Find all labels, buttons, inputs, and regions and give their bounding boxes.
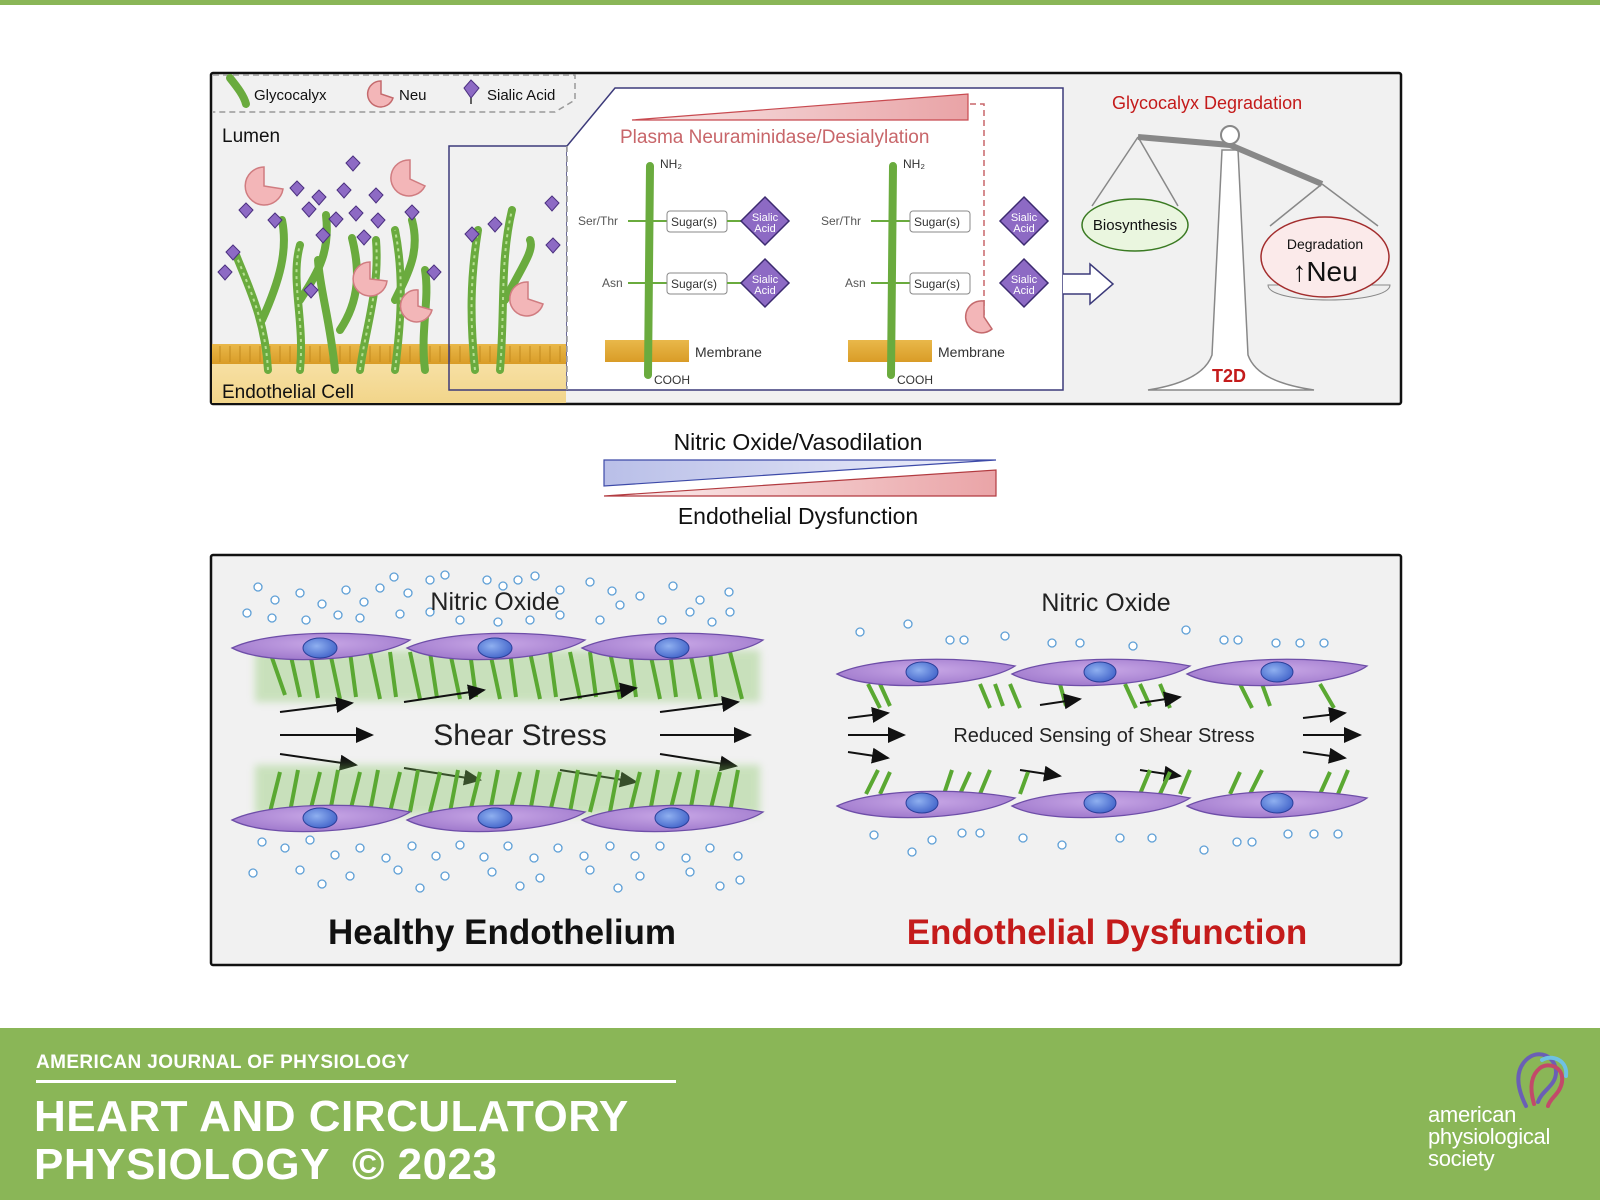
aps-wordmark: american physiological society xyxy=(1428,1104,1550,1170)
vasodilation-wedge xyxy=(603,459,997,487)
balance-scale: Glycocalyx Degradation Biosynthesis Degr… xyxy=(1081,93,1391,391)
nh2-label: NH₂ xyxy=(660,157,682,171)
middle-gradient-indicator: Nitric Oxide/Vasodilation Endothelial Dy… xyxy=(603,429,997,529)
sialic-acid-text: Sialic xyxy=(752,274,779,286)
sialic-acid-text: Sialic xyxy=(752,212,779,224)
legend-border xyxy=(213,74,576,113)
top-accent-bar xyxy=(0,0,1600,5)
journal-title-line1: HEART AND CIRCULATORY xyxy=(34,1092,629,1141)
ser-thr-label: Ser/Thr xyxy=(821,214,861,228)
endothelial-dysfunction-label: Endothelial Dysfunction xyxy=(678,503,918,529)
endothelial-dysfunction-title: Endothelial Dysfunction xyxy=(907,913,1308,952)
neu-cleaving-icon xyxy=(964,300,993,334)
endothelial-cells-bottom xyxy=(230,804,765,833)
asn-label: Asn xyxy=(602,276,623,290)
dysfunction-wedge xyxy=(603,469,997,497)
journal-title-line2: PHYSIOLOGY © 2023 xyxy=(34,1140,497,1190)
healthy-endothelium-title: Healthy Endothelium xyxy=(328,913,676,952)
endothelial-cells-top-dysfunction xyxy=(835,658,1369,687)
reduced-shear-arrows xyxy=(847,691,1362,782)
ser-thr-label: Ser/Thr xyxy=(578,214,618,228)
nitric-oxide-label-dysfunction: Nitric Oxide xyxy=(1041,589,1170,617)
shear-stress-label: Shear Stress xyxy=(433,719,606,752)
legend: Glycocalyx Neu Sialic Acid xyxy=(213,74,576,113)
nitric-oxide-bubbles-sparse xyxy=(855,619,1329,651)
sialic-acid-text: Acid xyxy=(1013,223,1034,235)
desialylation-dashed-line xyxy=(970,103,985,315)
aps-logo-icon xyxy=(1516,1052,1569,1108)
sugars-label: Sugar(s) xyxy=(671,215,717,229)
nitric-oxide-vasodilation-label: Nitric Oxide/Vasodilation xyxy=(674,429,923,455)
journal-title-line2-text: PHYSIOLOGY xyxy=(34,1140,330,1189)
bottom-panel: Nitric Oxide xyxy=(209,553,1403,967)
glycocalyx-sparse-bottom xyxy=(864,769,1350,795)
sialic-acid-text: Sialic xyxy=(1011,274,1038,286)
sialic-acid-molecules xyxy=(217,155,561,299)
figure-canvas: Glycocalyx Neu Sialic Acid Lumen Endothe… xyxy=(209,71,1403,967)
biosynthesis-pan xyxy=(1081,198,1189,252)
journal-footer: AMERICAN JOURNAL OF PHYSIOLOGY HEART AND… xyxy=(0,1028,1600,1200)
sialic-acid-text: Sialic xyxy=(1011,212,1038,224)
legend-neu: Neu xyxy=(399,87,427,104)
aps-word-1: american xyxy=(1428,1102,1517,1127)
endothelial-cell-label: Endothelial Cell xyxy=(222,382,354,403)
asn-label: Asn xyxy=(845,276,866,290)
endothelial-cells-bottom-dysfunction xyxy=(835,790,1369,819)
reduced-sensing-label: Reduced Sensing of Shear Stress xyxy=(953,725,1254,747)
plasma-neuraminidase-label: Plasma Neuraminidase/Desialylation xyxy=(620,127,929,148)
nitric-oxide-bubbles xyxy=(242,570,735,627)
sialic-acid-text: Acid xyxy=(1013,285,1034,297)
biosynthesis-label: Biosynthesis xyxy=(1093,217,1177,234)
sialic-acid-text: Acid xyxy=(754,223,775,235)
membrane-label: Membrane xyxy=(938,344,1005,360)
neu-legend-icon xyxy=(366,80,394,108)
up-neu-label: ↑Neu xyxy=(1292,256,1357,287)
zoom-detail-box xyxy=(566,87,1064,391)
copyright: © 2023 xyxy=(351,1140,498,1189)
footer-divider xyxy=(36,1080,676,1083)
nitric-oxide-bubbles xyxy=(248,835,745,893)
cooh-label: COOH xyxy=(654,373,690,387)
lumen-label: Lumen xyxy=(222,126,280,147)
glycoprotein-desialylated: NH₂ COOH Ser/Thr Asn Sugar(s) Sugar(s) S… xyxy=(821,157,1050,387)
endothelial-dysfunction-scene: Nitric Oxide xyxy=(835,589,1369,952)
legend-glycocalyx: Glycocalyx xyxy=(254,87,327,104)
sugars-label: Sugar(s) xyxy=(914,215,960,229)
glycocalyx-dense-top xyxy=(268,651,744,700)
neuraminidase-molecules xyxy=(244,159,544,323)
endothelial-cells-top xyxy=(230,632,765,661)
healthy-endothelium-scene: Nitric Oxide xyxy=(230,570,765,952)
glycocalyx-legend-icon xyxy=(226,74,250,108)
sialic-acid-text: Acid xyxy=(754,285,775,297)
legend-sialic-acid: Sialic Acid xyxy=(487,87,555,104)
glycoprotein-intact: NH₂ COOH Ser/Thr Asn Sugar(s) Sugar(s) S… xyxy=(578,157,791,387)
glycocalyx-dense-bottom xyxy=(268,769,740,813)
aps-word-2: physiological xyxy=(1428,1124,1551,1149)
arrow-to-scale xyxy=(1063,262,1115,306)
neuraminidase-wedge xyxy=(631,93,969,121)
degradation-pan xyxy=(1260,216,1390,298)
journal-name: AMERICAN JOURNAL OF PHYSIOLOGY xyxy=(36,1052,410,1073)
nitric-oxide-bubbles-sparse xyxy=(869,828,1343,857)
bottom-panel-frame xyxy=(209,553,1403,967)
sugars-label: Sugar(s) xyxy=(914,277,960,291)
sugars-label: Sugar(s) xyxy=(671,277,717,291)
nitric-oxide-label-healthy: Nitric Oxide xyxy=(430,588,559,616)
glycocalyx-degradation-label: Glycocalyx Degradation xyxy=(1112,93,1302,113)
degradation-label: Degradation xyxy=(1287,236,1363,252)
membrane-label: Membrane xyxy=(695,344,762,360)
cooh-label: COOH xyxy=(897,373,933,387)
top-panel: Glycocalyx Neu Sialic Acid Lumen Endothe… xyxy=(209,71,1403,406)
t2d-label: T2D xyxy=(1212,366,1246,386)
nh2-label: NH₂ xyxy=(903,157,925,171)
aps-word-3: society xyxy=(1428,1146,1495,1171)
